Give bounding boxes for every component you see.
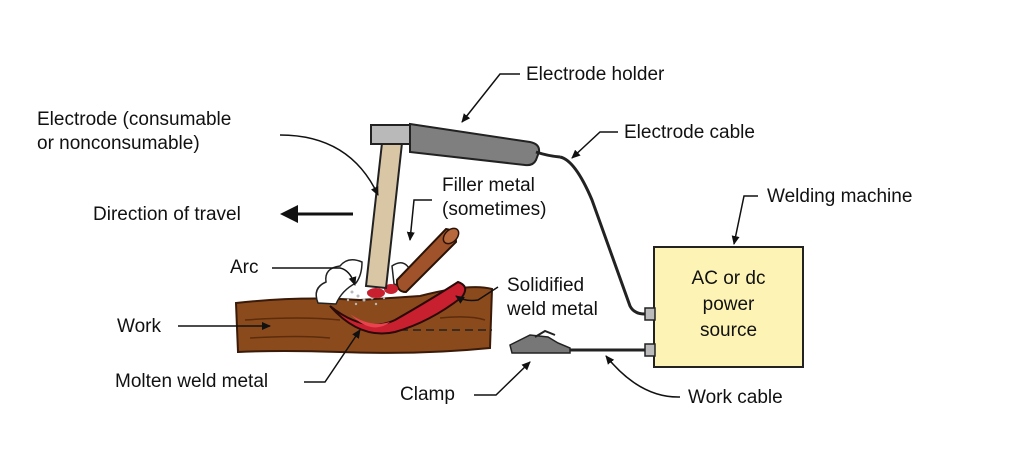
label-solidified-line2: weld metal [507,299,598,320]
label-direction-of-travel: Direction of travel [93,204,241,225]
power-source-line3: source [699,320,758,341]
leader-clamp [474,361,531,396]
label-electrode-line1: Electrode (consumable [37,109,232,130]
leader-electrode-holder [461,73,520,123]
holder-clamp-jaw [370,124,412,145]
holder-cable-end [535,150,561,159]
work-terminal [644,343,656,357]
power-source-line1: AC or dc [691,268,766,289]
power-source-box [653,246,804,368]
leader-work-cable [605,355,681,398]
direction-arrow-head [280,205,298,223]
label-filler-line1: Filler metal [442,175,535,196]
filler-rod-end [442,227,460,245]
power-source-line2: power [702,294,755,315]
label-electrode-holder: Electrode holder [526,64,665,85]
shielding-gas-cloud [315,259,363,305]
molten-pool [350,314,390,328]
electrode-holder [409,122,541,167]
leader-arc [272,267,357,286]
power-source-text: AC or dc power source [654,266,803,344]
label-work: Work [117,316,161,337]
leader-solidified-weld [455,286,499,304]
electrode-cable [559,155,646,316]
leader-molten-weld [304,329,361,383]
leader-electrode-cable [571,131,618,159]
label-electrode-cable: Electrode cable [624,122,755,143]
filler-tip-glow [384,284,398,294]
workpiece-shading [244,316,486,339]
label-work-cable: Work cable [688,387,783,408]
leader-welding-machine [731,195,758,245]
label-solidified-line1: Solidified [507,275,585,296]
label-arc: Arc [230,257,259,278]
leader-electrode [279,134,379,196]
label-electrode-line2: or nonconsumable) [37,133,200,154]
electrode-terminal [644,307,656,321]
label-molten-weld-metal: Molten weld metal [115,371,269,392]
label-welding-machine: Welding machine [767,186,913,207]
label-filler-line2: (sometimes) [442,199,547,220]
electrode-tip-glow [367,288,385,298]
leader-filler-metal [406,199,432,241]
clamp-lever [534,329,556,338]
work-clamp [509,334,571,354]
label-clamp: Clamp [400,384,455,405]
